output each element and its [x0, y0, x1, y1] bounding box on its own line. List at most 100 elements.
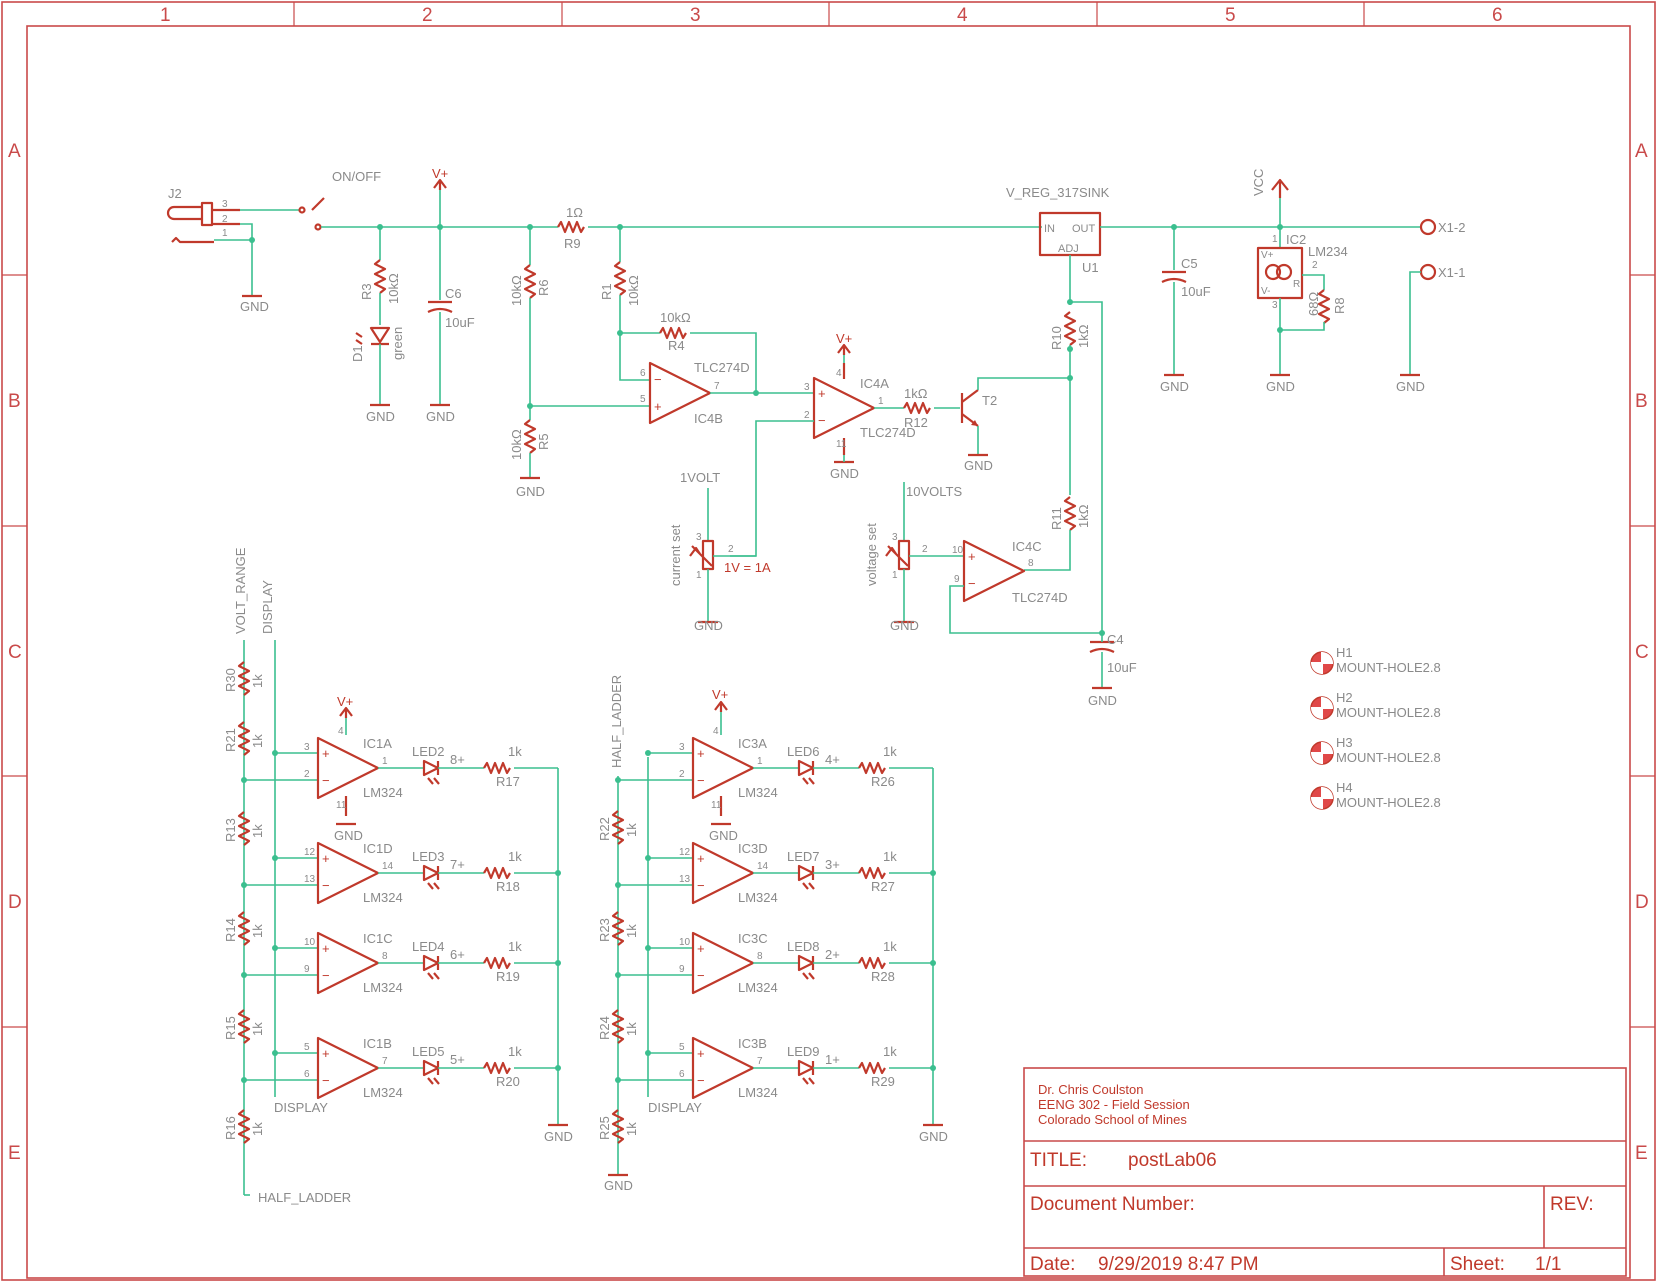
svg-text:1: 1 [222, 228, 228, 239]
svg-text:2: 2 [922, 544, 928, 555]
svg-text:9: 9 [679, 964, 685, 975]
zone-row-b-right: B [1635, 391, 1648, 412]
svg-text:2: 2 [1312, 260, 1318, 271]
svg-text:12: 12 [304, 847, 316, 858]
x12-label: X1-2 [1438, 220, 1465, 235]
svg-text:1: 1 [1272, 234, 1278, 245]
ladder-left: VOLT_RANGE DISPLAY DISPLAY HALF_LADDER R… [223, 547, 561, 1205]
net-label: 7+ [450, 857, 465, 872]
x1-2-terminal[interactable] [1419, 218, 1437, 236]
r9-ref: R9 [564, 236, 581, 251]
c4-value: 10uF [1107, 660, 1137, 675]
zone-row-d-right: D [1635, 892, 1649, 913]
led-led7 [797, 864, 815, 882]
svg-text:−: − [322, 878, 330, 893]
x1-1-terminal[interactable] [1419, 263, 1437, 281]
on-off-switch[interactable]: ON/OFF [298, 169, 382, 231]
led-ref: LED4 [412, 939, 445, 954]
j2-ref: J2 [168, 186, 182, 201]
opamp-ic3c [691, 931, 755, 995]
gnd-d1: GND [366, 409, 395, 424]
svg-text:+: + [968, 549, 976, 564]
svg-text:1: 1 [382, 756, 388, 767]
t2-ref: T2 [982, 393, 997, 408]
tb-sheet-label: Sheet: [1450, 1254, 1505, 1275]
pot-note: 1V = 1A [724, 560, 771, 575]
svg-text:+: + [697, 1046, 705, 1061]
regulator-u1: V_REG_317SINK IN OUT ADJ U1 [1006, 185, 1110, 275]
opamp-ic1d [316, 841, 380, 905]
zone-row-e-left: E [8, 1143, 21, 1164]
led-led6 [797, 759, 815, 777]
net-label: 1+ [825, 1052, 840, 1067]
r5-value: 10kΩ [509, 429, 524, 460]
svg-text:3: 3 [892, 532, 898, 543]
led-ref: LED9 [787, 1044, 820, 1059]
r4-ref: R4 [668, 338, 685, 353]
ic4a-part: TLC274D [860, 425, 916, 440]
transistor-t2: T2 [960, 389, 997, 427]
svg-text:R: R [1293, 279, 1300, 290]
gnd-x1: GND [1396, 379, 1425, 394]
svg-text:12: 12 [679, 847, 691, 858]
led-led9 [797, 1059, 815, 1077]
svg-text:+: + [322, 1046, 330, 1061]
ladder-resistor-ref: R21 [223, 728, 238, 752]
gnd-ic1: GND [334, 828, 363, 843]
svg-text:+: + [322, 851, 330, 866]
led-ref: LED6 [787, 744, 820, 759]
svg-text:−: − [697, 1073, 705, 1088]
opamp-ref: IC3A [738, 736, 767, 751]
c6-ref: C6 [445, 286, 462, 301]
svg-text:3: 3 [804, 382, 810, 393]
series-resistor-ref: R29 [871, 1074, 895, 1089]
mount-hole-value: MOUNT-HOLE2.8 [1336, 750, 1441, 765]
net-label: 5+ [450, 1052, 465, 1067]
ladder-resistor-ref: R25 [597, 1116, 612, 1140]
x11-label: X1-1 [1438, 265, 1465, 280]
svg-text:7: 7 [382, 1056, 388, 1067]
svg-text:9: 9 [954, 574, 960, 585]
series-resistor-value: 1k [508, 744, 522, 759]
svg-text:4: 4 [836, 368, 842, 379]
r3-value: 10kΩ [386, 273, 401, 304]
mount-holes: H1MOUNT-HOLE2.8H2MOUNT-HOLE2.8H3MOUNT-HO… [1310, 645, 1441, 810]
zone-col-4: 4 [957, 5, 968, 26]
gnd-c5: GND [1160, 379, 1189, 394]
opamp-part: LM324 [738, 980, 778, 995]
series-resistor-value: 1k [883, 939, 897, 954]
opamp-ref: IC1A [363, 736, 392, 751]
svg-text:14: 14 [382, 861, 394, 872]
gnd-r5: GND [516, 484, 545, 499]
svg-text:6: 6 [304, 1069, 310, 1080]
opamp-ic3a [691, 736, 755, 800]
c6-value: 10uF [445, 315, 475, 330]
led-led2 [422, 759, 440, 777]
gnd-ic2: GND [1266, 379, 1295, 394]
voltage-set-label: voltage set [864, 523, 879, 586]
r6-ref: R6 [536, 279, 551, 296]
ladder-resistor-value: 1k [250, 824, 265, 838]
current-source-ic2: V+ V- R IC2 LM234 1 2 3 [1256, 232, 1348, 311]
svg-text:8: 8 [1028, 558, 1034, 569]
reg-adj: ADJ [1058, 243, 1079, 255]
svg-text:−: − [818, 413, 826, 428]
svg-text:1: 1 [696, 570, 702, 581]
svg-text:10: 10 [679, 937, 691, 948]
tb-author: Dr. Chris Coulston [1038, 1082, 1143, 1097]
opamp-part: LM324 [738, 785, 778, 800]
svg-text:7: 7 [714, 381, 720, 392]
svg-text:V-: V- [1261, 286, 1270, 297]
opamp-part: LM324 [363, 785, 403, 800]
svg-text:+: + [697, 851, 705, 866]
mount-hole-ref: H1 [1336, 645, 1353, 660]
mount-hole-ref: H4 [1336, 780, 1353, 795]
svg-text:10: 10 [304, 937, 316, 948]
vcc-label: VCC [1251, 169, 1266, 196]
